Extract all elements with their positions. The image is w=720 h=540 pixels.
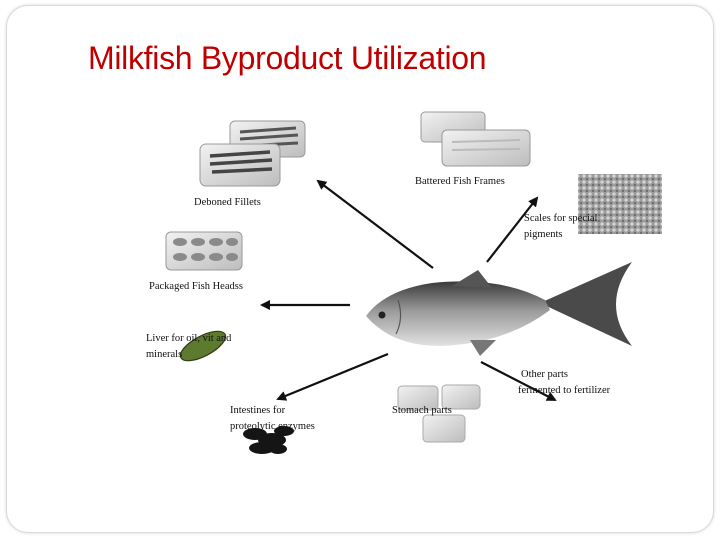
slide-title: Milkfish Byproduct Utilization [88, 40, 487, 76]
label-battered-frames: Battered Fish Frames [415, 176, 505, 187]
arrow-to-fillets [316, 179, 434, 269]
slide-frame [6, 5, 714, 533]
fillets-image [199, 120, 306, 187]
intestines-image [243, 426, 294, 454]
label-scales-line1: Scales for special [524, 213, 598, 224]
label-other-line2: fermented to fertilizer [518, 385, 611, 396]
label-liver-line1: Liver for oil, vit and [146, 333, 232, 344]
arrow-to-frames [486, 196, 539, 263]
label-scales-line2: pigments [524, 229, 563, 240]
label-intestines-line2: proteolytic enzymes [230, 421, 315, 432]
arrow-to-intestines [276, 352, 389, 401]
stomach-image [397, 384, 481, 443]
label-stomach: Stomach parts [392, 405, 452, 416]
heads-image [165, 231, 243, 271]
label-packaged-heads: Packaged Fish Headss [149, 281, 243, 292]
label-other-line1: Other parts [521, 369, 568, 380]
label-intestines-line1: Intestines for [230, 405, 286, 416]
label-liver-line2: minerals [146, 349, 183, 360]
arrows [260, 179, 557, 401]
frames-image [420, 111, 531, 167]
milkfish-image [366, 262, 632, 356]
liver-image [179, 330, 227, 362]
arrow-to-fertilizer [480, 361, 557, 401]
scales-image [578, 174, 662, 234]
label-deboned-fillets: Deboned Fillets [194, 197, 261, 208]
